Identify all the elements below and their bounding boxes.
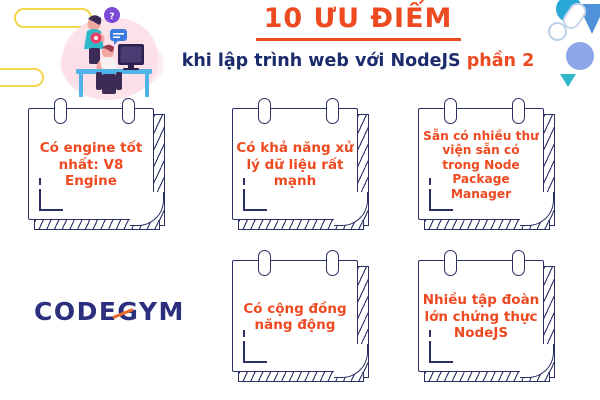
card-text: Có khả năng xử lý dữ liệu rất mạnh — [236, 140, 354, 190]
card-bracket-horizontal — [39, 209, 63, 211]
card-bracket-vertical — [243, 341, 245, 363]
decor-small-teal-triangle — [560, 74, 576, 87]
card-bracket-vertical — [243, 189, 245, 211]
card-tick-mark — [243, 330, 245, 337]
card-hatch-bottom — [34, 220, 160, 230]
card-binder-ring-right — [512, 98, 525, 124]
card-tick-mark — [429, 178, 431, 185]
subtitle-accent: phần 2 — [466, 50, 535, 71]
card-binder-ring-left — [258, 98, 271, 124]
card-paper — [418, 260, 544, 372]
card-binder-ring-left — [444, 250, 457, 276]
subtitle-main: khi lập trình web với NodeJS — [181, 50, 461, 71]
title-underline — [255, 37, 461, 41]
decor-circle-outline — [548, 22, 567, 41]
card-binder-ring-left — [54, 98, 67, 124]
svg-text:?: ? — [109, 12, 114, 22]
card-hatch-bottom — [238, 372, 364, 382]
card-bracket-vertical — [429, 341, 431, 363]
card-hatch-bottom — [238, 220, 364, 230]
card-tick-mark — [243, 178, 245, 185]
card-tick-mark — [39, 178, 41, 185]
card-binder-ring-left — [258, 250, 271, 276]
desk-illustration: ? — [60, 7, 164, 97]
header: 10 ƯU ĐIỂM khi lập trình web với NodeJS … — [172, 4, 544, 71]
codegym-logo-text: CODEGYM — [34, 297, 185, 326]
card-bracket-horizontal — [429, 361, 453, 363]
card-bracket-vertical — [429, 189, 431, 211]
codegym-logo: CODEGYM — [34, 295, 194, 329]
card-text: Sẵn có nhiều thư viện sẵn có trong Node … — [423, 129, 539, 201]
page-subtitle: khi lập trình web với NodeJS phần 2 — [172, 51, 544, 71]
card-npm[interactable]: Sẵn có nhiều thư viện sẵn có trong Node … — [412, 98, 560, 232]
card-bracket-horizontal — [429, 209, 453, 211]
card-engine[interactable]: Có engine tốt nhất: V8 Engine — [22, 98, 170, 232]
card-tick-mark — [429, 330, 431, 337]
card-hatch-bottom — [424, 220, 550, 230]
card-bracket-horizontal — [243, 361, 267, 363]
card-text: Có cộng đồng năng động — [243, 300, 347, 333]
card-data[interactable]: Có khả năng xử lý dữ liệu rất mạnh — [226, 98, 374, 232]
card-community[interactable]: Có cộng đồng năng động — [226, 250, 374, 384]
card-binder-ring-left — [444, 98, 457, 124]
cards-grid: Có engine tốt nhất: V8 Engine Có khả năn… — [0, 98, 600, 400]
card-bracket-vertical — [39, 189, 41, 211]
card-text: Nhiều tập đoàn lớn chứng thực NodeJS — [422, 292, 540, 342]
card-binder-ring-right — [326, 250, 339, 276]
page-title: 10 ƯU ĐIỂM — [263, 3, 453, 34]
card-hatch-bottom — [424, 372, 550, 382]
card-corps[interactable]: Nhiều tập đoàn lớn chứng thực NodeJS — [412, 250, 560, 384]
card-binder-ring-right — [326, 98, 339, 124]
card-binder-ring-right — [122, 98, 135, 124]
card-bracket-horizontal — [243, 209, 267, 211]
decor-yellow-pill-left — [0, 68, 44, 87]
card-binder-ring-right — [512, 250, 525, 276]
decor-periwinkle-circle — [566, 42, 594, 70]
card-text: Có engine tốt nhất: V8 Engine — [39, 140, 143, 190]
